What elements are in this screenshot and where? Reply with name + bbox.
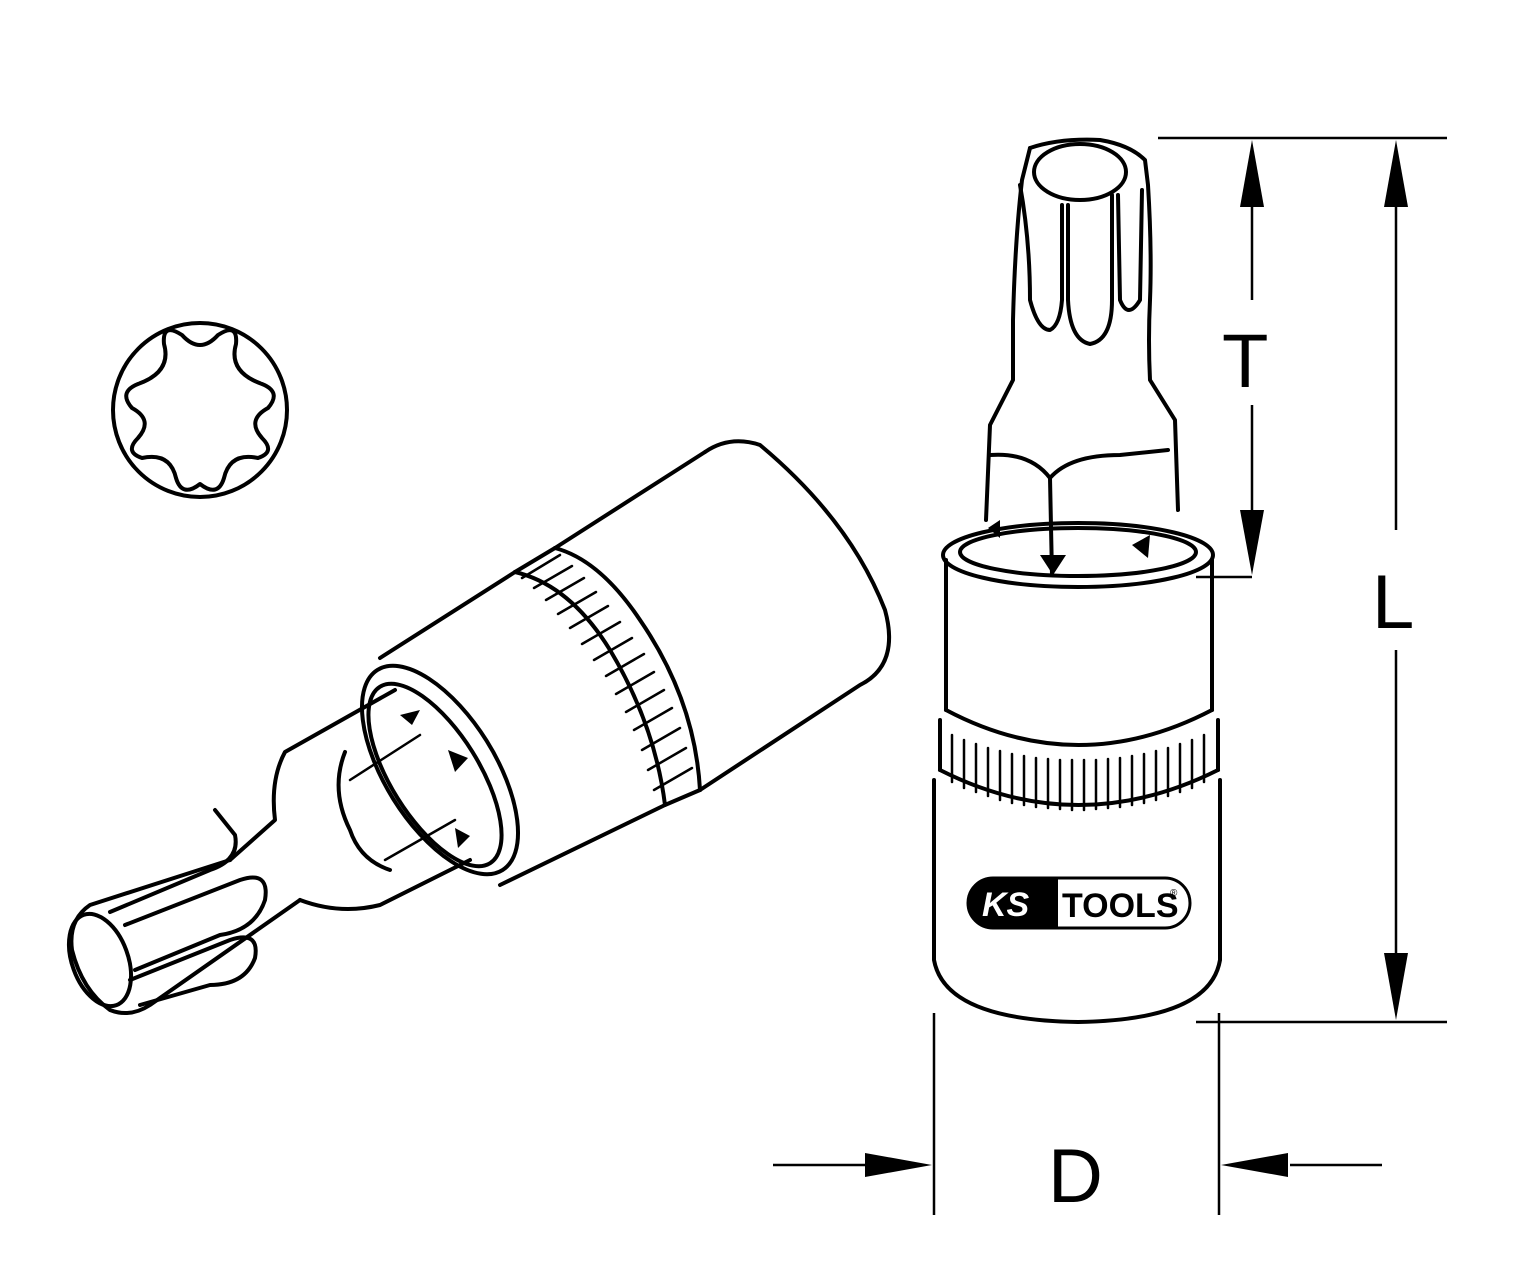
logo-ks-text: KS <box>982 886 1030 924</box>
dimension-t-label: T <box>1222 319 1268 404</box>
arrow-right-icon <box>865 1153 932 1177</box>
arrow-down-icon <box>1240 510 1264 575</box>
arrow-left-icon <box>1221 1153 1288 1177</box>
torx-profile-icon <box>111 321 289 499</box>
registered-mark: ® <box>1170 888 1178 899</box>
isometric-socket-drawing <box>66 439 892 1016</box>
dimension-d: D <box>773 1013 1382 1219</box>
dimension-t: T <box>1158 136 1447 579</box>
arrow-up-icon <box>1384 140 1408 207</box>
dimension-d-label: D <box>1048 1134 1103 1219</box>
front-elevation-socket-drawing <box>932 137 1222 1024</box>
knurl-lines-upright <box>950 733 1206 812</box>
ks-tools-logo: KS TOOLS ® <box>966 876 1192 930</box>
arrow-down-icon <box>1384 953 1408 1020</box>
knurl-lines-diagonal <box>520 553 694 792</box>
logo-tools-text: TOOLS <box>1062 887 1179 925</box>
dimension-l: L <box>1196 140 1447 1024</box>
arrow-up-icon <box>1240 140 1264 207</box>
dimension-l-label: L <box>1372 560 1414 645</box>
